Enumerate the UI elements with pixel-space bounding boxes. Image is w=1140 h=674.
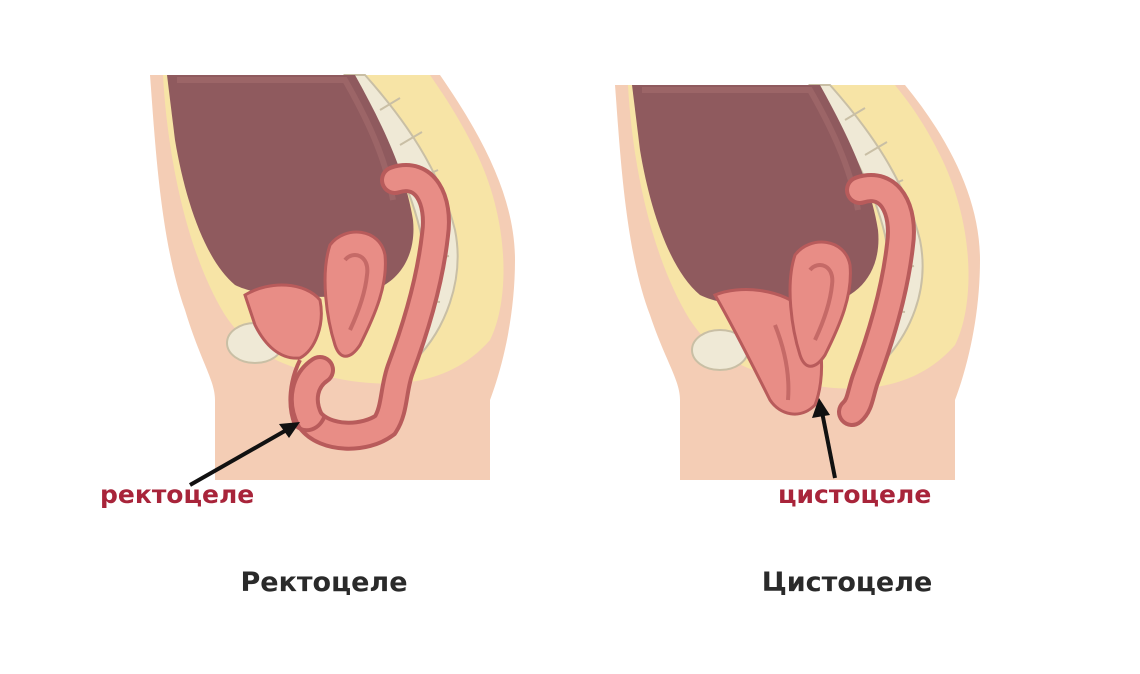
uterus [788,240,852,368]
bladder [243,283,323,360]
cystocele-illustration [590,60,1030,530]
rectocele-anatomy-drawing [150,74,515,487]
rectocele-illustration [95,60,535,530]
rectocele-callout-label: ректоцеле [100,480,255,509]
cystocele-anatomy-drawing [615,84,980,480]
cystocele-arrow-line [820,411,837,479]
rectocele-arrow-line [189,426,291,487]
rectocele-caption: Ректоцеле [240,567,408,598]
uterus [323,230,387,358]
cystocele-caption: Цистоцеле [761,567,933,598]
cystocele-callout-label: цистоцеле [778,480,932,509]
rectocele-arrow-head [279,422,300,438]
cystocele-arrow-head [812,398,830,418]
